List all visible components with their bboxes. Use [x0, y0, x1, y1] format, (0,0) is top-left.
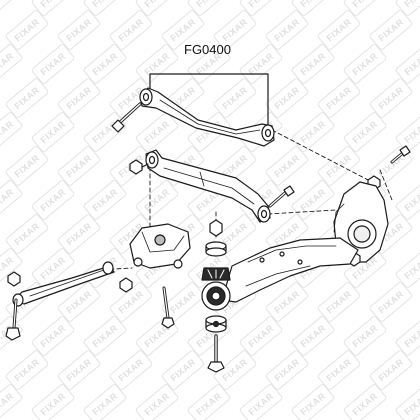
bracket-nut-left	[119, 277, 133, 293]
bushing-washer-top	[205, 241, 227, 257]
lower-arm-bolt	[268, 185, 295, 208]
trailing-arm-hole	[259, 257, 265, 263]
upper-arm-bolt	[111, 102, 142, 133]
callout-bracket	[149, 73, 269, 127]
stabilizer-link	[12, 261, 115, 307]
top-nut	[209, 219, 223, 237]
trailing-arm-bushing	[201, 281, 231, 311]
knuckle-bolt	[390, 145, 411, 164]
upper-control-arm	[139, 87, 275, 147]
bushing-washer-bottom	[205, 315, 227, 333]
mounting-bracket	[129, 223, 191, 269]
lower-arm-nut	[129, 159, 149, 175]
center-bolt	[207, 334, 225, 373]
trailing-arm	[221, 237, 359, 303]
bracket-bolt	[161, 286, 175, 329]
part-number-label: FG0400	[184, 42, 231, 57]
lower-control-arm	[145, 149, 271, 223]
link-nut	[7, 271, 21, 287]
link-bolt	[5, 298, 21, 341]
bolt-head	[111, 119, 125, 133]
bushing-rubber-upper	[201, 267, 231, 281]
